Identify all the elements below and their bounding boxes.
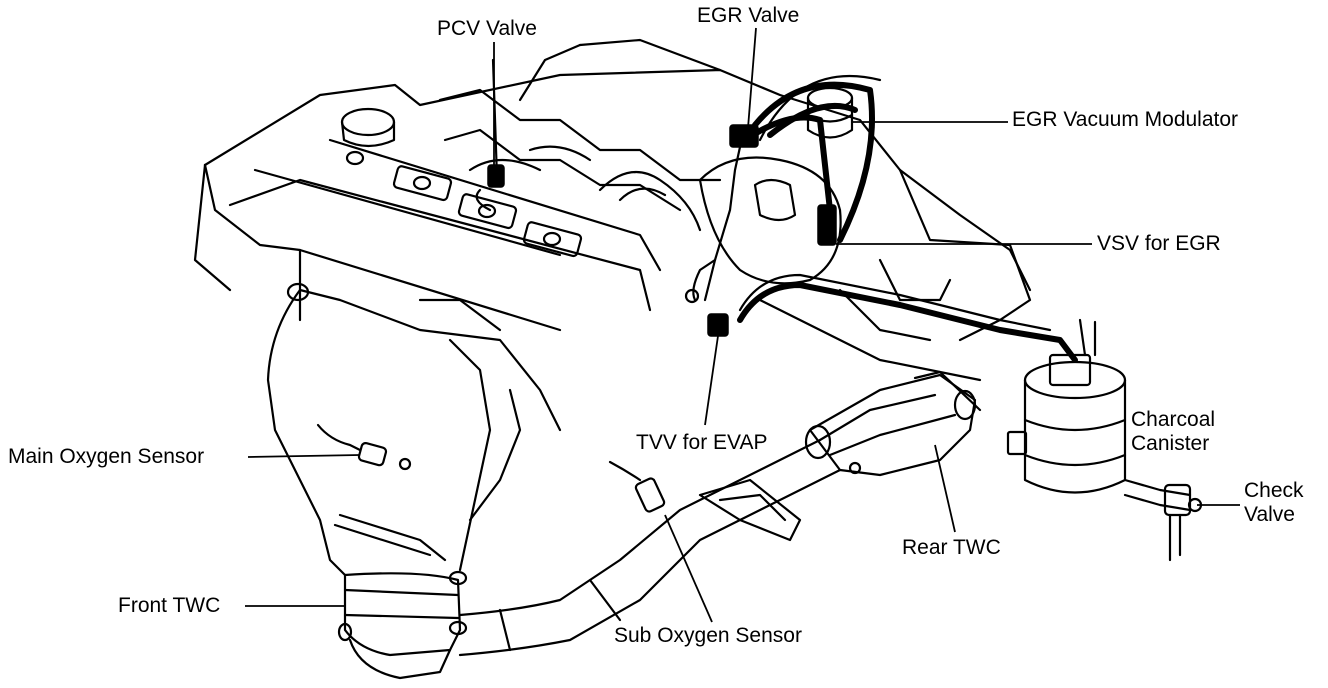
pcv-valve-shape <box>475 58 505 212</box>
label-egr-vacuum-modulator: EGR Vacuum Modulator <box>1012 108 1239 131</box>
exhaust-pipe <box>458 438 842 657</box>
label-front-twc: Front TWC <box>118 594 221 617</box>
engine-head <box>193 38 1032 382</box>
label-pcv-valve: PCV Valve <box>437 17 537 40</box>
rear-twc-shape <box>804 370 982 477</box>
label-egr-valve: EGR Valve <box>697 4 800 27</box>
label-charcoal-canister-line1: Charcoal <box>1131 408 1216 431</box>
label-charcoal-canister-line2: Canister <box>1131 432 1210 455</box>
exhaust-manifold <box>266 282 562 577</box>
front-twc-shape <box>337 570 468 680</box>
vsv-for-egr-shape <box>817 204 837 246</box>
leader-lines <box>245 27 1240 623</box>
label-check-valve-line1: Check <box>1244 479 1304 502</box>
label-rear-twc: Rear TWC <box>902 536 1001 559</box>
egr-valve-shape <box>684 124 759 304</box>
label-tvv-for-evap: TVV for EVAP <box>636 431 768 454</box>
egr-vacuum-modulator-shape <box>806 86 854 139</box>
label-vsv-for-egr: VSV for EGR <box>1097 232 1221 255</box>
label-sub-oxygen-sensor: Sub Oxygen Sensor <box>614 624 802 647</box>
tvv-for-evap-shape <box>707 313 729 337</box>
label-check-valve: Check Valve <box>1244 479 1304 527</box>
label-main-oxygen-sensor: Main Oxygen Sensor <box>8 445 205 468</box>
label-check-valve-line2: Valve <box>1244 503 1295 526</box>
label-charcoal-canister: Charcoal Canister <box>1131 408 1215 456</box>
